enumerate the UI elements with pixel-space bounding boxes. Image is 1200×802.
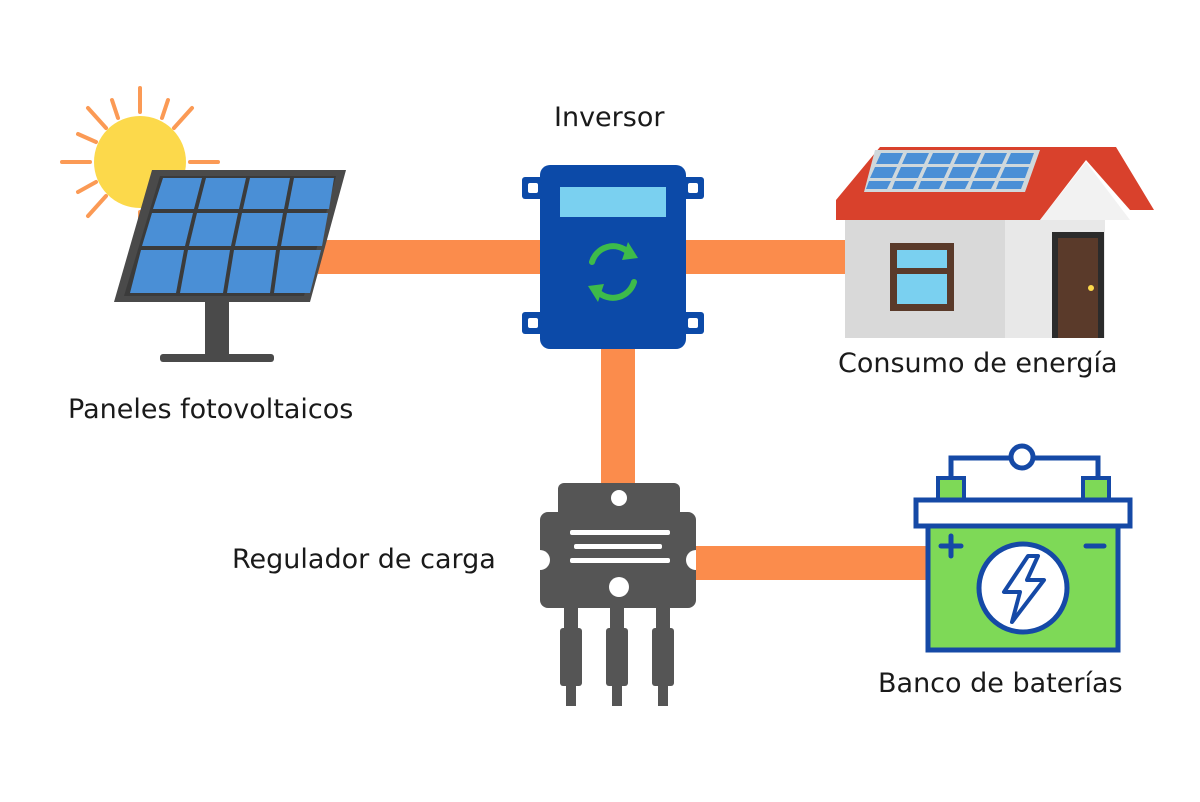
house-icon — [836, 147, 1154, 338]
battery-bank-label: Banco de baterías — [878, 668, 1123, 699]
connection-cables — [318, 240, 930, 580]
charge-regulator-icon — [540, 483, 696, 706]
cable-inverter-regulator — [601, 345, 635, 490]
solar-panel-icon — [114, 170, 346, 362]
energy-consumption-label: Consumo de energía — [838, 348, 1118, 379]
solar-panels-label: Paneles fotovoltaicos — [68, 394, 354, 425]
battery-icon — [913, 443, 1133, 653]
charge-regulator-label: Regulador de carga — [232, 544, 496, 575]
cable-inverter-house — [680, 240, 850, 274]
lightning-bolt-icon — [1002, 554, 1046, 624]
inverter-label: Inversor — [554, 102, 665, 133]
refresh-arrows-icon — [588, 242, 638, 302]
inverter-icon — [522, 165, 704, 349]
cable-panels-inverter — [318, 240, 548, 274]
cable-regulator-battery — [685, 546, 930, 580]
